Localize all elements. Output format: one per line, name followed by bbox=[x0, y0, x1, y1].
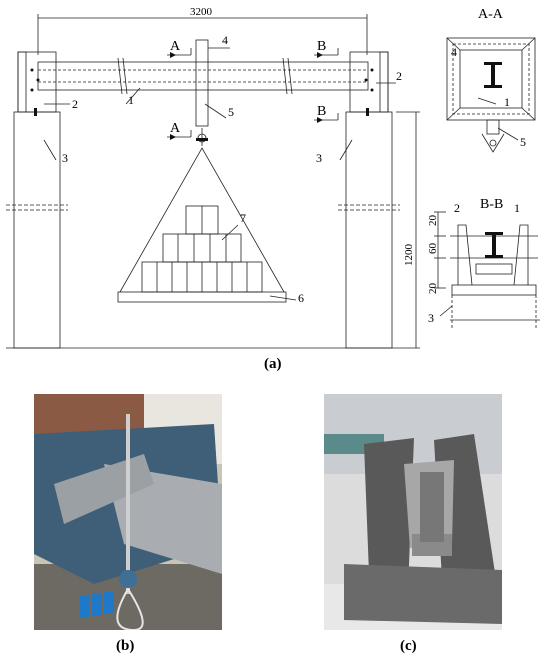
hanger-plate bbox=[195, 39, 209, 127]
bb-dim-20-top: 20 bbox=[427, 215, 439, 227]
main-beam bbox=[37, 61, 369, 91]
callout-1: 1 bbox=[128, 93, 134, 107]
bb-callout-1: 1 bbox=[514, 201, 520, 215]
dim-height-label: 1200 bbox=[403, 244, 415, 267]
section-mark-a-top: A bbox=[170, 39, 181, 54]
dim-span-label: 3200 bbox=[190, 6, 213, 18]
callout-5: 5 bbox=[228, 105, 234, 119]
photo-c bbox=[324, 394, 502, 630]
bb-callout-2: 2 bbox=[454, 201, 460, 215]
bb-dim-20-bottom: 20 bbox=[427, 283, 439, 295]
photo-b bbox=[34, 394, 222, 630]
caption-a: (a) bbox=[264, 356, 282, 372]
section-mark-a-bottom: A bbox=[170, 121, 181, 136]
callout-6: 6 bbox=[298, 291, 304, 305]
section-mark-b-top: B bbox=[317, 39, 326, 54]
aa-callout-4: 4 bbox=[451, 45, 457, 59]
test-setup-drawing: 3200 1200 A A B B A-A B-B 4 2 2 1 5 3 3 … bbox=[6, 6, 540, 349]
load-plate bbox=[117, 291, 287, 303]
left-column bbox=[13, 111, 61, 349]
section-aa bbox=[446, 37, 536, 153]
section-title-bb: B-B bbox=[480, 197, 503, 212]
cable bbox=[119, 147, 285, 293]
bb-dim-60: 60 bbox=[427, 243, 439, 255]
section-mark-b-bottom: B bbox=[317, 104, 326, 119]
callout-2-left: 2 bbox=[72, 97, 78, 111]
aa-callout-1: 1 bbox=[504, 95, 510, 109]
weights-stack bbox=[141, 205, 263, 293]
bb-callout-3: 3 bbox=[428, 311, 434, 325]
section-bb bbox=[434, 211, 540, 330]
right-column bbox=[345, 111, 393, 349]
caption-b: (b) bbox=[116, 638, 135, 654]
callout-2-right: 2 bbox=[396, 69, 402, 83]
section-title-aa: A-A bbox=[478, 7, 504, 22]
callout-4: 4 bbox=[222, 33, 228, 47]
callout-3-right: 3 bbox=[316, 151, 322, 165]
callout-3-left: 3 bbox=[62, 151, 68, 165]
aa-callout-5: 5 bbox=[520, 135, 526, 149]
caption-c: (c) bbox=[400, 638, 417, 654]
callout-7: 7 bbox=[240, 211, 246, 225]
